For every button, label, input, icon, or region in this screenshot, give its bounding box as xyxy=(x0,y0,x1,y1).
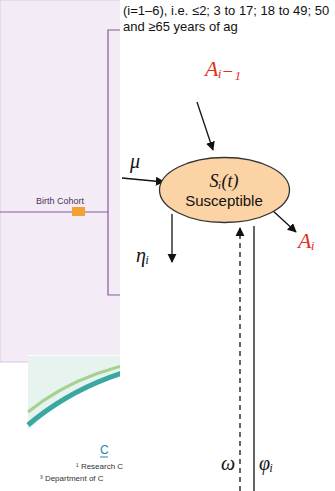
inflow-arrow xyxy=(122,178,164,182)
outflow-arrow xyxy=(272,210,296,232)
rate-symbol: φᵢ xyxy=(259,452,273,475)
vaccination-line xyxy=(253,226,254,491)
flow-symbol: Aᵢ₋₁ xyxy=(205,56,241,82)
ellipse-shape xyxy=(159,158,289,223)
inflow-arrow xyxy=(197,102,213,150)
age-group-note: (i=1–6), i.e. ≤2; 3 to 17; 18 to 49; 50 … xyxy=(123,3,331,35)
compartment-symbol: Sᵢ(t) xyxy=(210,171,239,192)
flow-symbol: Aᵢ xyxy=(298,228,315,254)
compartment-name: Susceptible xyxy=(185,192,263,209)
compartment-ellipse: Sᵢ(t)Susceptible xyxy=(158,156,291,224)
waning-arrow xyxy=(239,228,240,491)
model-panel xyxy=(120,0,335,491)
outflow-arrow xyxy=(171,214,172,262)
cohort-line xyxy=(0,211,74,212)
cohort-marker xyxy=(72,207,85,216)
rate-symbol: ω xyxy=(221,452,235,475)
affiliation: ¹ Research C xyxy=(76,462,123,471)
cohort-label: Birth Cohort xyxy=(36,196,84,206)
rate-symbol: ηᵢ xyxy=(136,244,149,267)
rate-symbol: μ xyxy=(130,150,140,173)
affiliation: ³ Department of C xyxy=(40,474,104,483)
slide-title: C xyxy=(100,443,109,457)
